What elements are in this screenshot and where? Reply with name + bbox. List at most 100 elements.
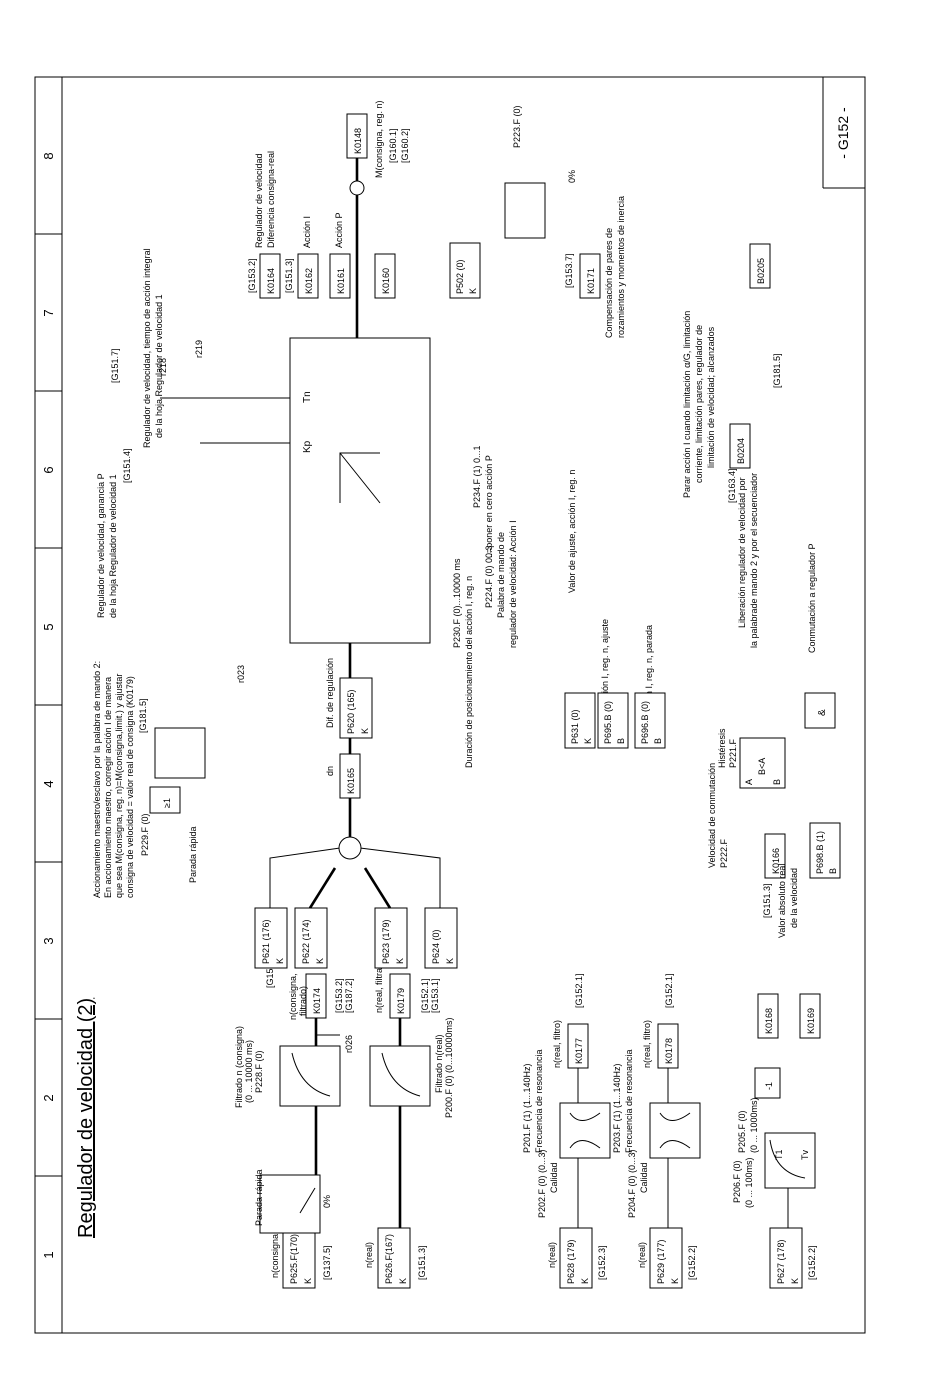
parar-label-2: corriente, limitación pares, regulador d… [694,325,704,483]
diagram-label: [G151.7] [110,348,120,383]
vel-label-2: P222.F [719,838,729,868]
accion-i-label: Acción I [302,216,312,248]
k0168-connector: K0168 [757,993,779,1039]
diagram-label: B [653,738,663,744]
p223-label: P223.F (0) [512,105,522,148]
p695-param-block: P695.B (0) B [597,692,629,749]
vel-label-1: Velocidad de conmutación [707,763,717,868]
k0164-connector: K0164 [259,253,281,299]
diagram-label: [G152.1] [574,973,584,1008]
p620-param-block: P620 (165) K [339,677,373,739]
diagram-label: P622 (174) [301,919,311,964]
diagram-label: K [790,1278,800,1284]
diagram-label: K0166 [771,848,781,874]
parar-label-1: Parar acción I cuando limitación α/G, li… [682,311,692,498]
diagram-label: B0204 [736,438,746,464]
diagram-label: [G152.1] [664,973,674,1008]
column-number: 2 [41,1094,56,1101]
comp-label-1: Compensación de pares de [604,228,614,338]
diagram-label: K0162 [304,268,314,294]
invert-block [754,1067,781,1099]
diagram-label: [G181.5] [772,353,782,388]
diagram-label: P624 (0) [431,929,441,964]
diagram-label: [G160.2] [400,128,410,163]
k0178-connector: K0178 [657,1023,679,1069]
n-real-filt: n(real, filtrado) [374,955,384,1013]
diagram-label: K0148 [353,128,363,154]
diagram-label: K0168 [764,1008,774,1034]
diagram-label: & [817,709,828,716]
accion-parada: Acción I, reg. n, parada [644,625,654,718]
p234-a: P234.F (1) 0...1 [472,445,482,508]
p623-param-block: P623 (179) K [374,907,408,969]
diagram-label: [G160.1] [388,128,398,163]
switch-lever [299,1187,316,1214]
p624-param-block: P624 (0) K [424,907,458,969]
column-number: 6 [41,466,56,473]
comp-label-2: rozamientos y momentos de inercia [616,196,626,338]
k0161-connector: K0161 [329,253,351,299]
p622-param-block: P622 (174) K [294,907,328,969]
p230-a: P230.F (0)...10000 ms [452,558,462,648]
tn-label-2: de la hoja Regulador de velocidad 1 [154,294,164,438]
page-id: - G152 - [835,107,851,159]
diagram-label: [G153.2] [247,258,257,293]
diagram-label: ≥1 [162,798,172,808]
diagram-label: P696.B (0) [640,701,650,744]
diagram-label: (0 ... 100ms) [744,1157,754,1208]
diagram-rotated-group: 1 2 3 4 5 6 7 8 Regulador de velocidad (… [34,76,866,1334]
p234-b: 0=poner en cero acción P [484,455,494,558]
diagram-label: P201.F (1) (1...140Hz) [522,1063,532,1153]
p228-label-c: Filtrado n (consigna) [234,1026,244,1108]
p502-param-block: P502 (0) K [449,242,481,299]
resonance-filter-1 [559,1102,611,1159]
p228-label-b: (0 ... 10000 ms) [244,1040,254,1103]
filt-real-b: P200.F (0) (0...10000ms) [444,1017,454,1118]
k0165-connector: K0165 [339,753,361,799]
diagram-label: B [772,779,782,785]
p626-ref: [G151.3] [417,1245,427,1280]
master-note-2: En accionamiento maestro, corregir acció… [103,677,113,898]
lib-label-2: la palabrade mando 2 y por el secuenciad… [749,473,759,648]
accion-p-label: Acción P [334,212,344,248]
p230-b: Duración de posicionamiento del acción I… [464,576,474,768]
k0174-label: K0174 [312,988,322,1014]
r218-label: r218 [158,358,168,376]
mcons-label: M(consigna, reg. n) [374,100,384,178]
k0148-connector: K0148 [346,113,368,159]
diagram-label: K [445,958,455,964]
diagram-label: P206.F (0) [732,1160,742,1203]
k0179-connector: K0179 [389,973,411,1019]
k0160-connector: K0160 [374,253,396,299]
ref-g181-5: [G181.5] [138,698,148,733]
p625-label: n(consigna, limit.) [270,1207,280,1278]
diagram-label: K [315,958,325,964]
diagram-label: B0205 [756,258,766,284]
gain-label-2: de la hoja Regulador de velocidad 1 [108,474,118,618]
diagram-label: n(real) [547,1242,557,1268]
summing-junction [338,836,362,860]
page-title: Regulador de velocidad (2) [75,998,97,1238]
diagram-label: K0178 [664,1038,674,1064]
diagram-label: T1 [774,1149,784,1160]
p625-type: K [303,1278,313,1284]
p229-label: P229.F (0) [140,813,150,856]
diagram-label: Calidad [549,1162,559,1193]
diagram-label: K0161 [336,268,346,294]
column-number: 4 [41,780,56,787]
p625-name: P625.F(170) [289,1234,299,1284]
tn-label: Tn [302,391,313,403]
setpoint-filter-block [279,1045,341,1107]
k0162-connector: K0162 [297,253,319,299]
p696-param-block: P696.B (0) B [634,692,666,749]
diagram-label: 0% [567,170,577,183]
dn-label: dn [325,766,335,776]
diagram-label: P502 (0) [455,259,465,294]
hist-label-1: Histéresis [717,728,727,768]
comparator-block [739,737,786,789]
torque-summing-junction [349,180,365,196]
diagram-label: K [360,728,370,734]
diagram-label: Tv [800,1150,810,1160]
parada-rapida-label: Parada rápida [254,1169,264,1226]
diagram-label: K [580,1278,590,1284]
